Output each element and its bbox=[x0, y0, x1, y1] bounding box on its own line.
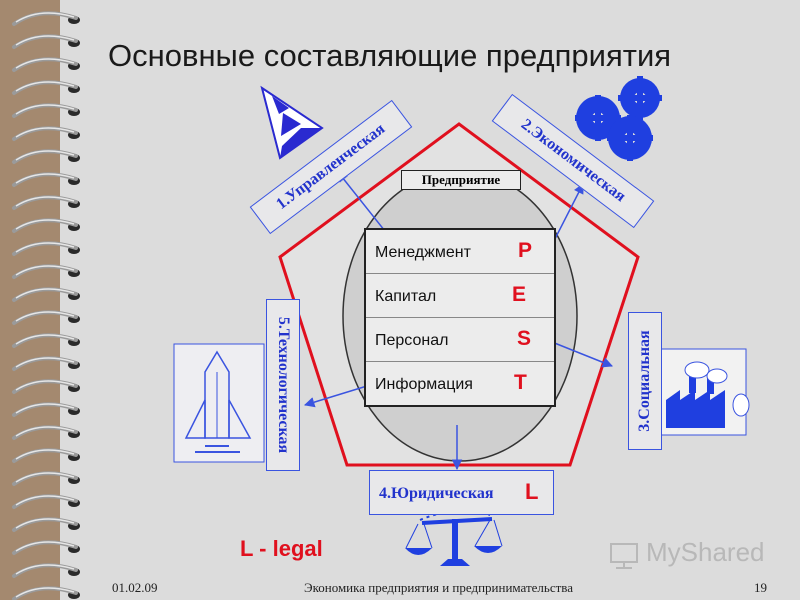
row-label: Информация bbox=[375, 376, 473, 393]
binding-ring-highlight bbox=[15, 311, 75, 322]
watermark-text: MyShared bbox=[646, 537, 765, 567]
label-legal: 4.Юридическая L bbox=[369, 470, 554, 515]
binding-ring-highlight bbox=[15, 58, 75, 69]
footer-course: Экономика предприятия и предпринимательс… bbox=[304, 580, 574, 595]
row-management: Менеджмент P bbox=[366, 230, 554, 274]
binding-ring-highlight bbox=[15, 472, 75, 483]
shuttle-icon bbox=[173, 343, 265, 463]
binding-ring-highlight bbox=[15, 104, 75, 115]
binding-ring-highlight bbox=[15, 150, 75, 161]
label-legal-letter: L bbox=[525, 479, 539, 504]
binding-ring-highlight bbox=[15, 426, 75, 437]
pyramid-icon bbox=[260, 85, 324, 160]
row-letter: T bbox=[514, 371, 527, 394]
row-letter: E bbox=[512, 283, 527, 306]
legal-note: L - legal bbox=[240, 536, 323, 561]
row-label: Менеджмент bbox=[375, 244, 471, 261]
row-personnel: Персонал S bbox=[366, 318, 554, 362]
label-social: 3.Социальная bbox=[628, 312, 662, 450]
watermark-icon bbox=[610, 543, 638, 569]
binding-ring-highlight bbox=[15, 518, 75, 529]
binding-ring-highlight bbox=[15, 403, 75, 414]
binding-ring-highlight bbox=[15, 564, 75, 575]
binding-ring-highlight bbox=[15, 242, 75, 253]
row-letter: S bbox=[517, 327, 532, 350]
binding-ring-highlight bbox=[15, 334, 75, 345]
enterprise-resources-table: Менеджмент P Капитал E Персонал S Информ… bbox=[364, 228, 556, 407]
row-information: Информация T bbox=[366, 362, 554, 405]
binding-ring-highlight bbox=[15, 541, 75, 552]
slide-title: Основные составляющие предприятия bbox=[108, 38, 672, 73]
binding-ring-highlight bbox=[15, 81, 75, 92]
factory-icon bbox=[659, 348, 750, 436]
label-social-text: 3.Социальная bbox=[636, 330, 653, 432]
scales-icon bbox=[405, 510, 503, 566]
row-label: Персонал bbox=[375, 332, 449, 349]
footer-date: 01.02.09 bbox=[112, 580, 158, 595]
label-technological-text: 5.Технологическая bbox=[275, 316, 292, 454]
binding-ring-highlight bbox=[15, 587, 75, 598]
row-capital: Капитал E bbox=[366, 274, 554, 318]
binding-ring-highlight bbox=[15, 265, 75, 276]
spiral-binding bbox=[12, 11, 80, 600]
binding-ring-highlight bbox=[15, 35, 75, 46]
label-legal-text: 4.Юридическая bbox=[379, 485, 494, 502]
row-label: Капитал bbox=[375, 288, 437, 305]
binding-ring-highlight bbox=[15, 495, 75, 506]
binding-ring-highlight bbox=[15, 173, 75, 184]
row-letter: P bbox=[518, 239, 533, 262]
binding-ring-highlight bbox=[15, 449, 75, 460]
label-technological: 5.Технологическая bbox=[266, 299, 300, 471]
binding-ring-highlight bbox=[15, 196, 75, 207]
arrow-social bbox=[551, 341, 613, 368]
binding-ring-highlight bbox=[15, 127, 75, 138]
gears-icon bbox=[575, 76, 662, 161]
binding-ring-highlight bbox=[15, 380, 75, 391]
binding-ring-highlight bbox=[15, 12, 75, 23]
binding-ring-highlight bbox=[15, 288, 75, 299]
binding-ring-highlight bbox=[15, 357, 75, 368]
footer-page-number: 19 bbox=[754, 580, 767, 595]
enterprise-label: Предприятие bbox=[401, 170, 521, 190]
binding-ring-highlight bbox=[15, 219, 75, 230]
